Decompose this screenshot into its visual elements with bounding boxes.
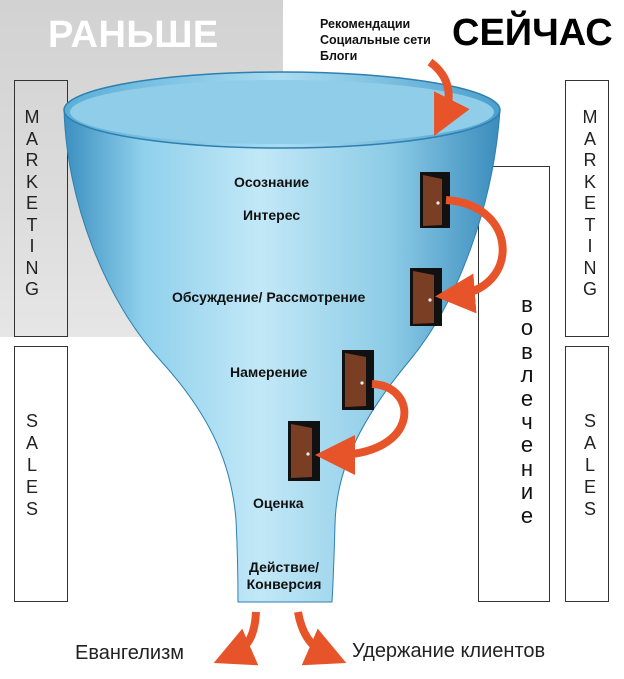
stage-action-line1: Действие/ (248, 559, 320, 575)
source-blogs: Блоги (320, 49, 358, 63)
letter: S (25, 411, 38, 431)
source-social-networks: Социальные сети (320, 33, 431, 47)
letter: M (24, 107, 40, 127)
stage-consideration: Обсуждение/ Рассмотрение (172, 289, 366, 305)
letter: S (583, 499, 596, 519)
letter: S (583, 411, 596, 431)
letter: E (25, 193, 38, 213)
outcome-retention: Удержание клиентов (352, 640, 546, 662)
letter: A (583, 128, 596, 149)
sales-box-left (14, 346, 68, 602)
letter: R (25, 150, 39, 170)
letter: E (25, 477, 38, 497)
engagement-label: в о в л е ч е н и е (516, 293, 538, 527)
stage-awareness: Осознание (234, 174, 310, 190)
sources-list: Рекомендации Социальные сети Блоги (320, 16, 431, 64)
letter: K (25, 171, 38, 192)
door-1 (420, 172, 450, 228)
letter: N (583, 257, 597, 278)
door-arrow-1 (435, 196, 507, 314)
letter: I (29, 236, 35, 256)
source-recommendations: Рекомендации (320, 17, 411, 31)
letter: S (25, 499, 38, 519)
funnel-opening (70, 80, 494, 144)
door-3 (342, 350, 374, 410)
letter: и (520, 479, 534, 505)
sales-label-right: S A L E S (580, 410, 600, 520)
marketing-label-right: M A R K E T I N G (580, 107, 600, 301)
door-arrow-2 (315, 380, 409, 475)
letter: N (25, 257, 39, 278)
stage-evaluation: Оценка (253, 495, 304, 511)
sales-box-right (565, 346, 609, 602)
title-before: РАНЬШЕ (48, 14, 219, 56)
letter: ч (521, 409, 533, 435)
letter: л (520, 362, 534, 388)
letter: е (520, 502, 534, 528)
title-now: СЕЙЧАС (452, 12, 613, 54)
stage-action: Действие/ Конверсия (236, 559, 332, 593)
letter: A (25, 433, 38, 453)
letter: е (520, 385, 534, 411)
letter: M (582, 107, 598, 127)
letter: K (583, 171, 596, 192)
letter: T (26, 214, 38, 235)
letter: н (520, 455, 534, 481)
marketing-box-left (14, 80, 68, 337)
letter: о (520, 315, 534, 341)
letter: R (583, 150, 597, 170)
letter: E (583, 477, 596, 497)
door-4 (288, 421, 320, 481)
letter: L (26, 455, 37, 475)
letter: в (521, 338, 533, 364)
retention-arrow (294, 611, 347, 666)
stage-intent: Намерение (230, 364, 308, 380)
letter: L (584, 455, 595, 475)
stage-action-line2: Конверсия (246, 576, 322, 592)
letter: T (584, 214, 596, 235)
letter: G (24, 279, 39, 299)
letter: A (25, 128, 38, 149)
marketing-label-left: M A R K E T I N G (22, 107, 42, 301)
letter: E (583, 193, 596, 213)
letter: A (583, 433, 596, 453)
letter: е (520, 432, 534, 458)
marketing-box-right (565, 80, 609, 337)
evangelism-arrow (213, 611, 260, 666)
letter: в (521, 292, 533, 317)
incoming-arrow (427, 58, 470, 136)
stage-interest: Интерес (243, 207, 301, 223)
sales-label-left: S A L E S (22, 410, 42, 520)
door-2 (410, 268, 442, 326)
letter: G (582, 279, 597, 299)
letter: I (587, 236, 593, 256)
outcome-evangelism: Евангелизм (75, 642, 184, 664)
engagement-box (478, 166, 550, 602)
